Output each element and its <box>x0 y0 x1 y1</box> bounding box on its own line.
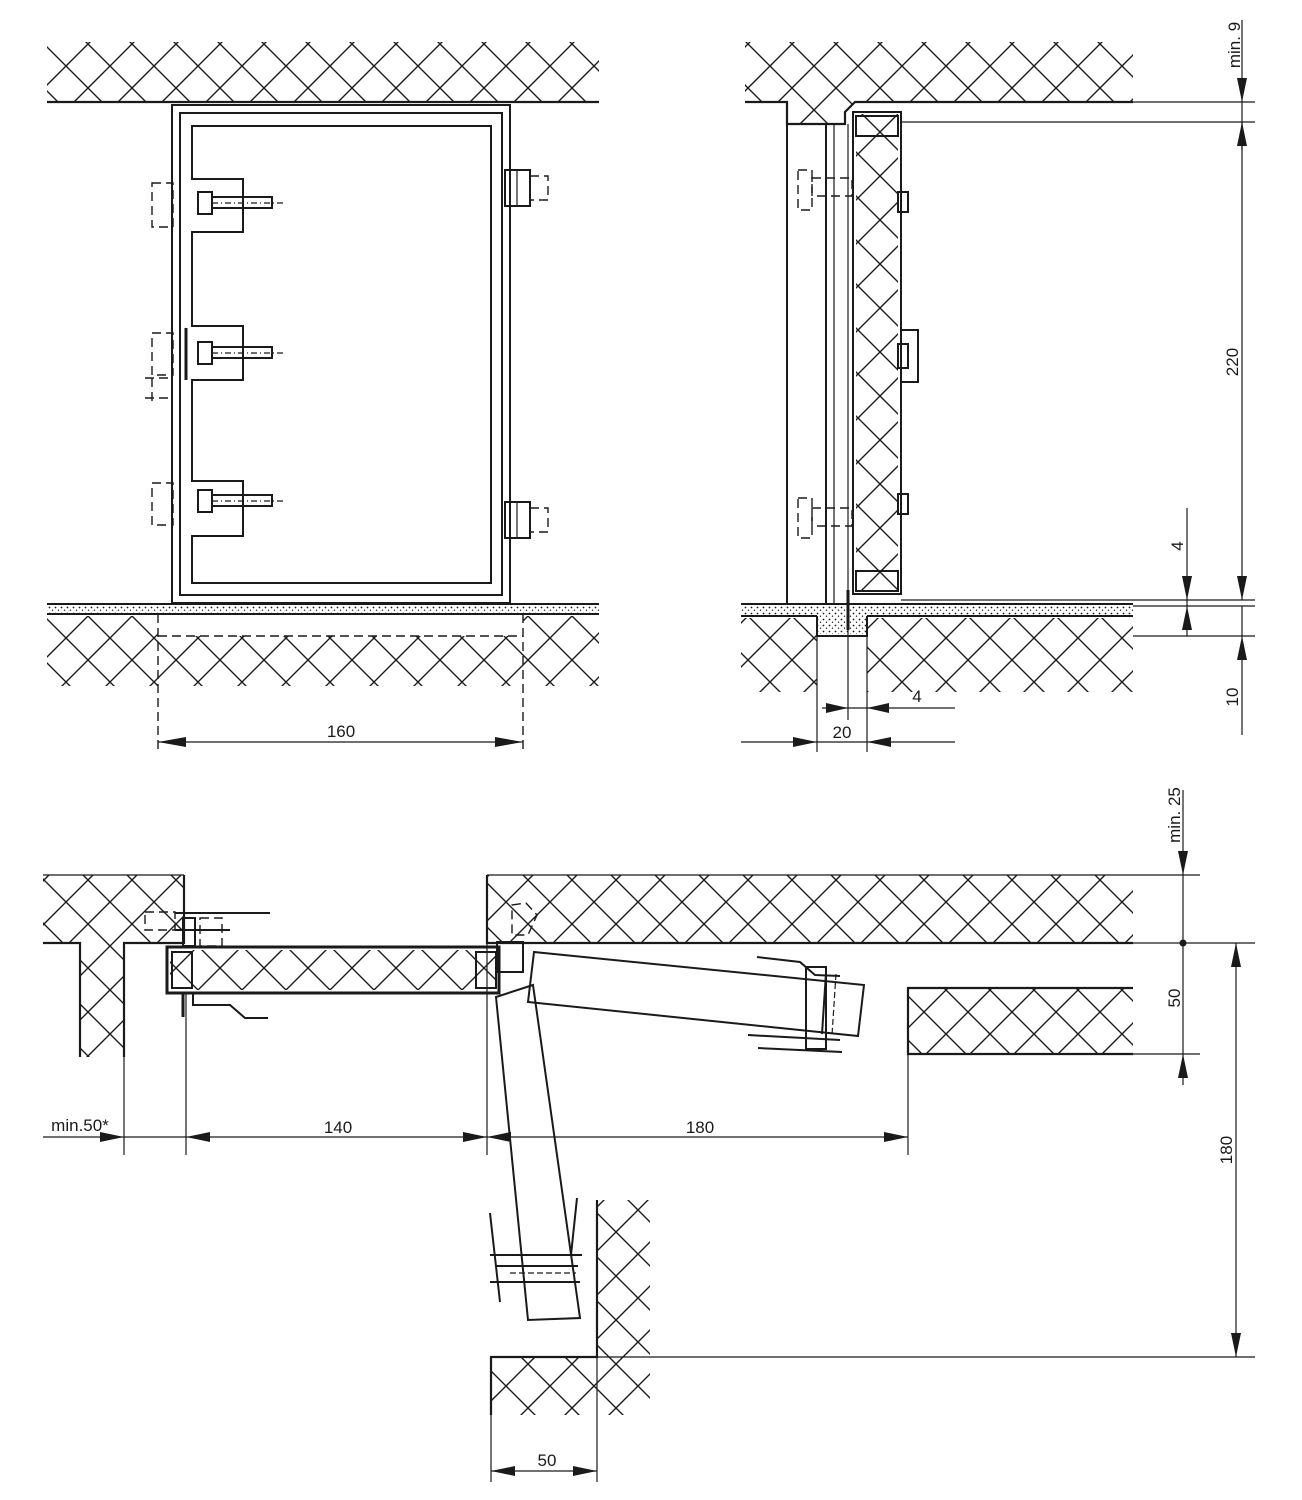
dim-arrow-left <box>158 737 186 747</box>
plan-side-wall-edge <box>906 986 1133 1056</box>
dim-floor-label: 10 <box>1223 688 1242 707</box>
plan-left-wall-hatch <box>43 875 184 1057</box>
dim-arrow-gap-left <box>826 703 848 713</box>
door-frame-recess <box>158 616 523 636</box>
dim-arrow-depth-left <box>793 737 817 747</box>
dim-arrow-220-bottom <box>1237 576 1247 600</box>
dim-arrow-depth-right <box>867 737 891 747</box>
ceiling-hatch <box>47 42 599 102</box>
side-handle-mount <box>897 343 909 369</box>
bolt-middle <box>197 341 284 365</box>
dim-arrow-140-right <box>463 1132 487 1142</box>
dim-arrow-threshold-top <box>1182 576 1192 600</box>
dim-arrow-swing-depth-top <box>1231 943 1241 967</box>
side-floor-hatch-left <box>741 618 817 692</box>
side-bottom-profile <box>855 570 899 592</box>
door-leaf <box>191 125 492 584</box>
hinge-top-hidden <box>151 182 174 228</box>
dim-220-label: 220 <box>1223 348 1242 376</box>
side-hinge-top <box>797 169 909 213</box>
dim-swing-depth-label: 180 <box>1217 1136 1236 1164</box>
side-threshold-channel <box>816 616 868 637</box>
hinge-right-top <box>504 169 549 207</box>
dim-arrow-threshold-bottom <box>1182 606 1192 630</box>
dim-arrow-min25-top <box>1178 851 1188 875</box>
plan-closed-door-outline <box>165 945 501 995</box>
hinge-bottom-hidden <box>151 482 174 526</box>
dim-arrow-180-left <box>487 1132 511 1142</box>
dim-wall-thickness-label: 50 <box>538 1451 557 1470</box>
dim-min25-label: min. 25 <box>1165 787 1184 843</box>
dim-swing-width-label: 180 <box>686 1118 714 1137</box>
dim-depth-label: 20 <box>833 723 852 742</box>
side-section: min. 9 220 4 10 4 20 <box>741 20 1255 752</box>
side-floor-hatch-right <box>867 618 1133 692</box>
dim-arrow-wall-right <box>573 1466 597 1476</box>
plan-side-wall-hatch <box>908 988 1133 1054</box>
plan-closed-door-leaf <box>170 950 496 990</box>
plan-swing-door-a <box>526 950 866 1053</box>
front-view: 160 <box>47 42 599 752</box>
hinge-mid-hidden <box>151 332 174 376</box>
dim-arrow-gap-right <box>867 703 889 713</box>
dim-min50-label: min.50* <box>51 1116 109 1135</box>
plan-left-wall-edge <box>43 875 186 1057</box>
dim-arrow-floor <box>1237 636 1247 660</box>
dim-node-min25 <box>1179 939 1187 947</box>
door-frame-outer <box>171 104 511 604</box>
dim-arrow-wall-left <box>491 1466 515 1476</box>
plan-closed-door-hardware <box>144 911 270 1019</box>
plan-swing-door-b <box>489 983 582 1322</box>
door-frame-inner <box>179 112 503 596</box>
dim-arrow-right <box>495 737 523 747</box>
dim-arrow-min9-top <box>1237 78 1247 102</box>
dim-min9-label: min. 9 <box>1225 22 1244 68</box>
plan-door-end-profile-left <box>171 951 193 989</box>
dim-arrow-swing-depth-bottom <box>1231 1333 1241 1357</box>
side-door-outline <box>852 111 902 595</box>
side-door-leaf <box>856 114 898 592</box>
dim-arrow-min50 <box>100 1132 124 1142</box>
dim-gap-label: 4 <box>912 687 921 706</box>
hinge-right-bottom <box>504 501 549 539</box>
side-threshold-fill <box>817 616 867 634</box>
plan-bottom-wall-hatch <box>491 1200 650 1415</box>
bolt-bottom <box>197 489 284 513</box>
side-ceiling-hatch <box>745 42 1133 124</box>
side-top-profile <box>855 115 899 137</box>
dim-width-label: 160 <box>327 722 355 741</box>
dim-threshold-label: 4 <box>1168 541 1187 550</box>
dim-arrow-180-right <box>884 1132 908 1142</box>
dim-arrow-50-bottom <box>1178 1054 1188 1078</box>
dim-arrow-140-left <box>186 1132 210 1142</box>
plan-right-hinge <box>496 902 538 973</box>
plan-right-wall-hatch <box>487 875 1133 943</box>
side-floor-screed <box>741 604 1133 616</box>
plan-view: min. 25 50 180 min.50* 140 180 50 <box>43 787 1255 1482</box>
dim-wall-depth-label: 50 <box>1165 989 1184 1008</box>
plan-bottom-wall-edge <box>489 1200 599 1415</box>
side-hinge-bottom <box>797 493 909 539</box>
bolt-top <box>197 191 284 215</box>
floor-screed <box>47 604 599 614</box>
dim-door-width-label: 140 <box>324 1118 352 1137</box>
side-handle <box>901 329 919 383</box>
latch-hidden <box>145 377 168 405</box>
